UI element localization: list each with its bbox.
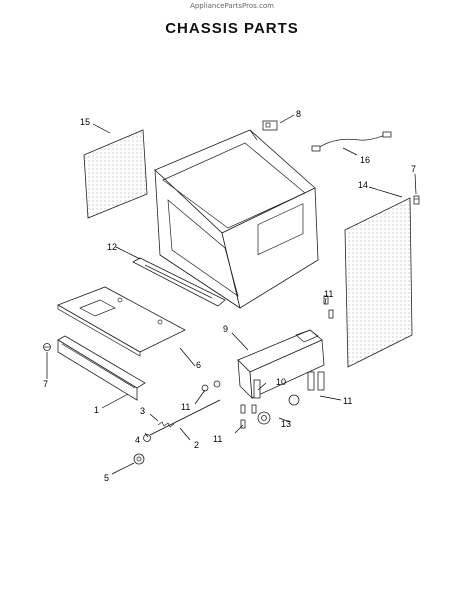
leveling-leg-part-10[interactable] [253, 371, 325, 399]
callout-10: 10 [276, 377, 286, 387]
callout-3: 3 [140, 406, 145, 416]
nut-part-5[interactable] [133, 453, 145, 465]
screw-part-7-right[interactable] [413, 195, 420, 205]
kick-plate-part-1[interactable] [57, 335, 146, 401]
callout-7-right: 7 [411, 164, 416, 174]
bottom-plate-part-6[interactable] [57, 286, 186, 357]
callout-11-right: 11 [343, 396, 352, 406]
callout-1: 1 [94, 405, 99, 415]
back-panel-part-14[interactable] [83, 129, 148, 219]
bracket-part-8[interactable] [262, 120, 278, 131]
callout-12: 12 [107, 242, 117, 252]
watermark: AppliancePartsPros.com [190, 2, 274, 10]
control-tray-part-9[interactable] [237, 329, 325, 400]
bushing-part-4[interactable] [143, 434, 151, 442]
callout-11-left: 11 [181, 402, 190, 412]
callout-labels: 15 8 7 16 14 12 11 9 6 7 1 11 10 11 13 1… [43, 109, 416, 483]
wire-harness-part-16[interactable] [311, 131, 392, 152]
callout-4: 4 [135, 435, 140, 445]
oven-chassis[interactable] [154, 129, 319, 309]
callout-15: 14 [358, 180, 368, 190]
callout-6: 6 [196, 360, 201, 370]
side-panel-part-15[interactable] [344, 197, 413, 368]
callout-16: 16 [360, 155, 370, 165]
callout-11-bottom: 11 [213, 434, 222, 444]
callout-9: 9 [223, 324, 228, 334]
shaft-part-2[interactable] [149, 399, 221, 436]
spring-part-3[interactable] [157, 421, 175, 428]
callout-14: 15 [80, 117, 90, 127]
bracket-strip-part-12[interactable] [132, 257, 226, 307]
leader-lines [46, 114, 417, 475]
roller-part-13[interactable] [257, 394, 300, 425]
callout-7-left: 7 [43, 379, 48, 389]
callout-5: 5 [104, 473, 109, 483]
callout-11-top: 11 [324, 289, 333, 299]
callout-13: 13 [281, 419, 291, 429]
screw-part-7-left[interactable] [43, 343, 51, 351]
diagram-title: CHASSIS PARTS [165, 20, 299, 37]
callout-8: 8 [296, 109, 301, 119]
callout-2: 2 [194, 440, 199, 450]
